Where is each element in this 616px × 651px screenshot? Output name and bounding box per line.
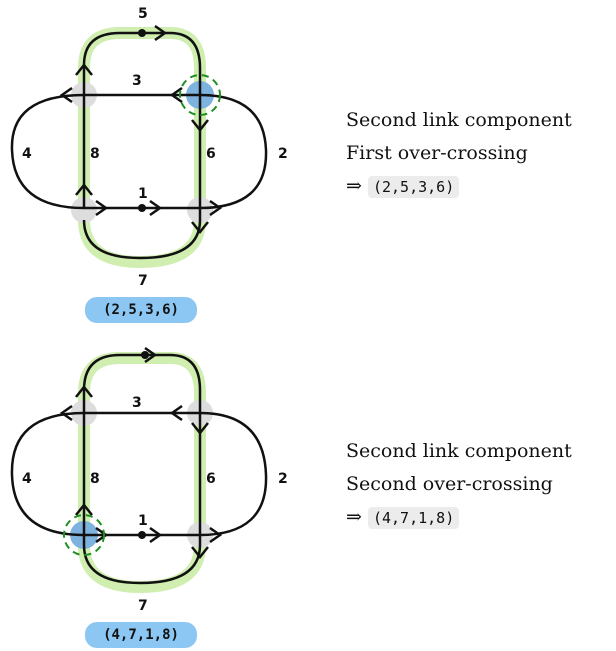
strand-4 bbox=[10, 93, 85, 210]
strand-7 bbox=[82, 544, 202, 585]
arrow bbox=[169, 86, 183, 104]
edge-label-8: 8 bbox=[90, 471, 100, 487]
arrow bbox=[75, 502, 93, 516]
result-line: ⇒ (4,7,1,8) bbox=[346, 501, 572, 535]
component-highlight bbox=[78, 352, 206, 593]
result-code: (2,5,3,6) bbox=[367, 176, 460, 198]
arrow bbox=[75, 384, 93, 398]
edge-label-3: 3 bbox=[132, 73, 142, 89]
component-highlight bbox=[78, 27, 206, 268]
marker-dot bbox=[138, 29, 146, 37]
edge-label-8: 8 bbox=[90, 146, 100, 162]
arrow bbox=[154, 24, 168, 42]
arrow bbox=[59, 404, 73, 422]
edge-label-6: 6 bbox=[206, 146, 216, 162]
tuple-pill: (4,7,1,8) bbox=[85, 622, 197, 648]
edge-label-4: 4 bbox=[22, 471, 32, 487]
orientation-marker bbox=[179, 74, 221, 116]
edge-label-2: 2 bbox=[278, 146, 288, 162]
arrow bbox=[144, 346, 158, 364]
line-crossing: Second over-crossing bbox=[346, 473, 553, 495]
edge-label-7: 7 bbox=[138, 273, 148, 289]
arrow bbox=[95, 526, 109, 544]
result-line: ⇒ (2,5,3,6) bbox=[346, 170, 572, 204]
line-component: Second link component bbox=[346, 440, 572, 462]
knot-panel-second: 3 4 8 6 2 1 7 (4,7,1,8) Second link comp… bbox=[0, 325, 616, 650]
edge-label-2: 2 bbox=[278, 471, 288, 487]
marker-dot bbox=[138, 531, 146, 539]
arrow bbox=[75, 182, 93, 196]
arrow bbox=[149, 526, 163, 544]
description: Second link component Second over-crossi… bbox=[346, 435, 572, 535]
arrow bbox=[95, 199, 109, 217]
arrow bbox=[191, 119, 209, 133]
line-component: Second link component bbox=[346, 109, 572, 131]
edge-label-7: 7 bbox=[138, 598, 148, 614]
link-diagram: 3 4 8 6 2 1 7 bbox=[10, 346, 288, 614]
edge-label-5: 5 bbox=[138, 6, 148, 22]
arrow bbox=[209, 199, 223, 217]
strand-2 bbox=[199, 411, 268, 537]
edge-label-3: 3 bbox=[132, 395, 142, 411]
marker-dot bbox=[138, 204, 146, 212]
edge-label-6: 6 bbox=[206, 471, 216, 487]
implies-symbol: ⇒ bbox=[346, 175, 362, 197]
strand-4 bbox=[10, 411, 85, 537]
strand-2 bbox=[199, 93, 268, 210]
implies-symbol: ⇒ bbox=[346, 506, 362, 528]
marker-dot bbox=[141, 351, 149, 359]
result-code: (4,7,1,8) bbox=[367, 507, 460, 529]
description: Second link component First over-crossin… bbox=[346, 104, 572, 204]
strand-8 bbox=[82, 353, 202, 545]
edge-label-4: 4 bbox=[22, 146, 32, 162]
crossing-bottom-left bbox=[71, 197, 97, 223]
tuple-pill: (2,5,3,6) bbox=[85, 297, 197, 323]
edge-label-1: 1 bbox=[138, 186, 148, 202]
arrow bbox=[169, 404, 183, 422]
knot-panel-first: 5 3 4 8 6 2 1 7 (2,5,3,6) Second link co… bbox=[0, 0, 616, 325]
line-crossing: First over-crossing bbox=[346, 142, 528, 164]
strand-7 bbox=[82, 219, 202, 260]
arrow bbox=[59, 86, 73, 104]
arrow bbox=[149, 199, 163, 217]
link-diagram: 5 3 4 8 6 2 1 7 bbox=[10, 6, 288, 289]
orientation-marker bbox=[63, 514, 105, 556]
arrow bbox=[191, 546, 209, 560]
arrow bbox=[191, 422, 209, 436]
arrow bbox=[209, 526, 223, 544]
edge-label-1: 1 bbox=[138, 513, 148, 529]
arrow bbox=[191, 221, 209, 235]
arrow bbox=[75, 62, 93, 76]
